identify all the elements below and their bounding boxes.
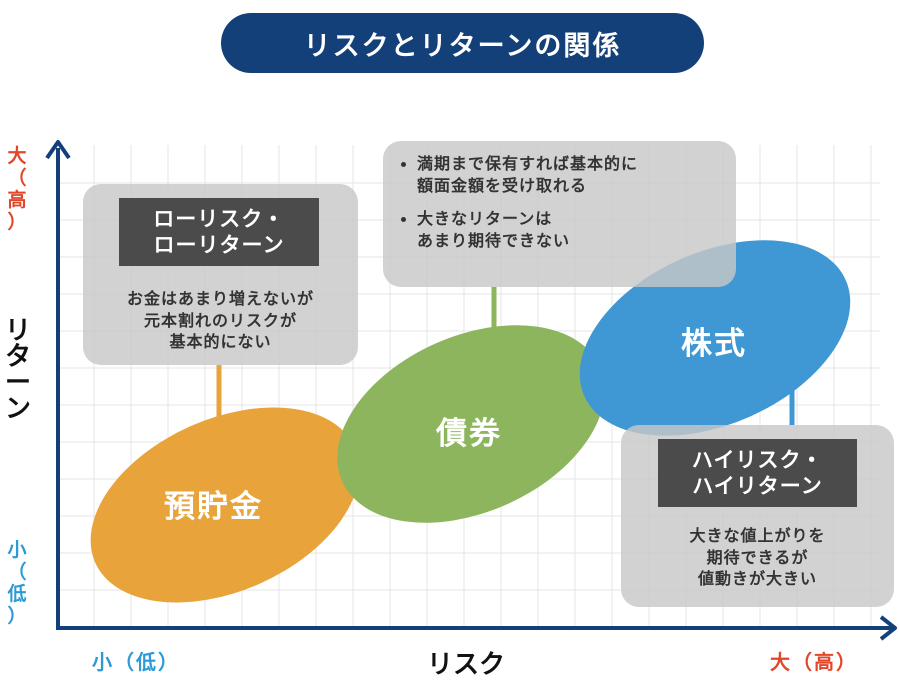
y-axis-low-label: 小 （ 低 ） (0, 539, 34, 627)
high-risk-heading: ハイリスク・ ハイリターン (658, 439, 857, 507)
y-axis-title-text: リ タ ー ン (4, 316, 31, 424)
x-axis-low-label: 小（低） (92, 650, 180, 674)
y-axis-low-text: 小 （ 低 ） (7, 539, 27, 627)
low-risk-card: ローリスク・ ローリターン お金はあまり増えないが 元本割れのリスクが 基本的に… (83, 184, 358, 365)
bond-notes-card: 満期まで保有すれば基本的に 額面金額を受け取れる 大きなリターンは あまり期待で… (383, 141, 736, 287)
y-axis-high-text: 大 （ 高 ） (7, 145, 27, 233)
high-risk-description: 大きな値上がりを 期待できるが 値動きが大きい (689, 526, 826, 589)
x-axis-arrowhead (879, 615, 897, 641)
bond-label: 債券 (436, 416, 502, 452)
bond-notes-list: 満期まで保有すれば基本的に 額面金額を受け取れる 大きなリターンは あまり期待で… (397, 153, 727, 263)
high-risk-heading-text: ハイリスク・ ハイリターン (691, 447, 824, 498)
stock-label: 株式 (681, 326, 747, 362)
x-axis-title: リスク (427, 650, 506, 680)
y-axis-high-label: 大 （ 高 ） (0, 145, 34, 233)
low-risk-heading: ローリスク・ ローリターン (119, 198, 319, 266)
y-axis-arrowhead (45, 140, 71, 160)
x-axis-high-label: 大（高） (770, 650, 858, 674)
stock-ellipse (579, 240, 851, 436)
bond-note-item: 大きなリターンは あまり期待できない (397, 208, 727, 251)
low-risk-description: お金はあまり増えないが 元本割れのリスクが 基本的にない (126, 289, 314, 352)
diagram-title: リスクとリターンの関係 (221, 13, 704, 73)
low-risk-heading-text: ローリスク・ ローリターン (153, 206, 285, 257)
deposit-ellipse (90, 407, 360, 603)
bond-note-item: 満期まで保有すれば基本的に 額面金額を受け取れる (397, 153, 727, 196)
high-risk-card: ハイリスク・ ハイリターン 大きな値上がりを 期待できるが 値動きが大きい (621, 425, 894, 607)
bond-ellipse (337, 325, 605, 523)
y-axis-title: リ タ ー ン (1, 318, 35, 422)
deposit-label: 預貯金 (164, 489, 263, 525)
